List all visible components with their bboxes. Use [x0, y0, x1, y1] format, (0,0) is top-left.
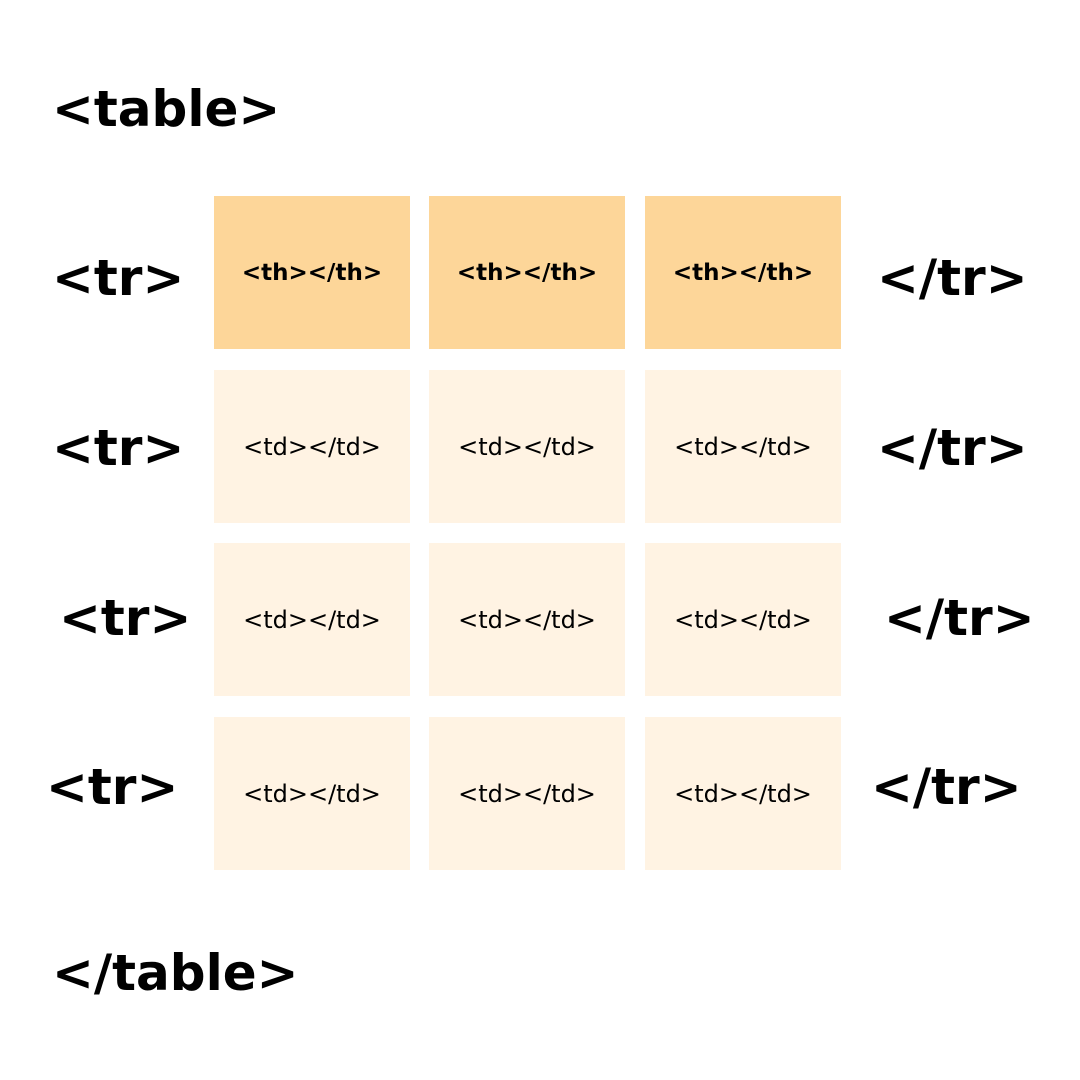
data-cell: <td></td>	[645, 543, 841, 696]
table-close-tag: </table>	[52, 944, 299, 1002]
data-cell: <td></td>	[214, 543, 410, 696]
data-cell: <td></td>	[645, 370, 841, 523]
header-cell: <th></th>	[645, 196, 841, 349]
header-cell: <th></th>	[214, 196, 410, 349]
table-open-tag: <table>	[52, 80, 281, 138]
row-open-tag: <tr>	[59, 589, 192, 647]
data-cell: <td></td>	[429, 717, 625, 870]
data-cell: <td></td>	[214, 370, 410, 523]
data-cell: <td></td>	[214, 717, 410, 870]
row-close-tag: </tr>	[871, 758, 1022, 816]
row-close-tag: </tr>	[877, 419, 1028, 477]
row-open-tag: <tr>	[52, 419, 185, 477]
data-cell: <td></td>	[429, 543, 625, 696]
header-cell: <th></th>	[429, 196, 625, 349]
row-close-tag: </tr>	[877, 249, 1028, 307]
row-open-tag: <tr>	[46, 758, 179, 816]
data-cell: <td></td>	[645, 717, 841, 870]
data-cell: <td></td>	[429, 370, 625, 523]
row-close-tag: </tr>	[884, 589, 1035, 647]
row-open-tag: <tr>	[52, 249, 185, 307]
